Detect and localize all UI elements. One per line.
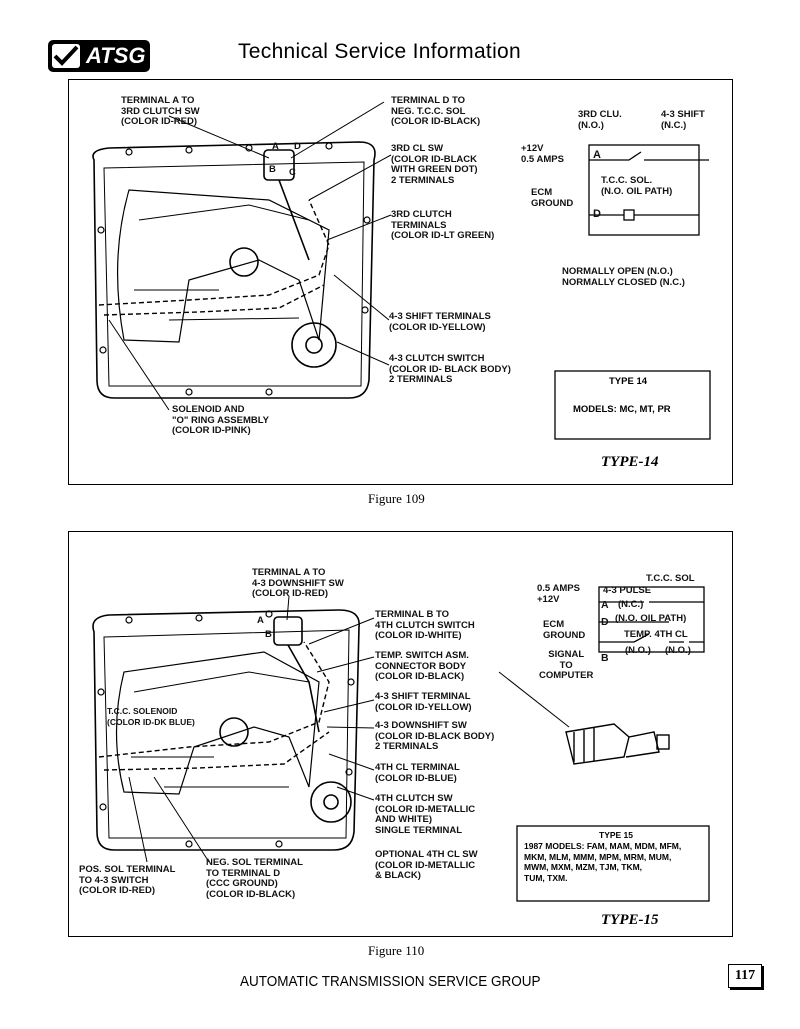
atsg-logo: [48, 40, 150, 72]
figure-110: TERMINAL A TO 4-3 DOWNSHIFT SW (COLOR ID…: [68, 531, 733, 937]
letter-d: D: [294, 141, 301, 152]
label-4th-cl-terminal: 4TH CL TERMINAL (COLOR ID-BLUE): [375, 762, 460, 784]
label-4th-clutch-sw: 4TH CLUTCH SW (COLOR ID-METALLIC AND WHI…: [375, 793, 476, 836]
label-4-3-shift-terminals: 4-3 SHIFT TERMINALS (COLOR ID-YELLOW): [389, 311, 491, 333]
label-solenoid: SOLENOID AND "O" RING ASSEMBLY (COLOR ID…: [172, 404, 269, 436]
schem-3rd-clu: 3RD CLU. (N.O.): [578, 109, 622, 131]
schem-legend: NORMALLY OPEN (N.O.) NORMALLY CLOSED (N.…: [562, 266, 685, 288]
figure-caption: Figure 110: [368, 943, 425, 958]
label-neg-sol-terminal: NEG. SOL TERMINAL TO TERMINAL D (CCC GRO…: [206, 857, 303, 900]
schem-oil-path: (N.O. OIL PATH): [615, 613, 687, 624]
schem-nc: (N.C.): [618, 599, 644, 610]
schem-pin-a: A: [593, 149, 601, 161]
schem-ecm-ground: ECM GROUND: [531, 187, 574, 209]
label-tcc-solenoid: T.C.C. SOLENOID (COLOR ID-DK BLUE): [107, 706, 195, 727]
type-tag: TYPE-15: [601, 912, 659, 928]
schem-ecm-ground: ECM GROUND: [543, 619, 586, 641]
schem-no-1: (N.O.): [625, 645, 651, 656]
label-3rd-clutch-terminals: 3RD CLUTCH TERMINALS (COLOR ID-LT GREEN): [391, 209, 495, 241]
schem-no-2: (N.O.): [665, 645, 691, 656]
info-models: 1987 MODELS: FAM, MAM, MDM, MFM, MKM, ML…: [524, 841, 682, 883]
label-temp-switch: TEMP. SWITCH ASM. CONNECTOR BODY (COLOR …: [375, 650, 469, 682]
valve-body-drawing-type15: [92, 586, 710, 902]
label-pos-sol-terminal: POS. SOL TERMINAL TO 4-3 SWITCH (COLOR I…: [79, 864, 176, 896]
page-title: Technical Service Information: [238, 40, 521, 63]
label-terminal-b: TERMINAL B TO 4TH CLUTCH SWITCH (COLOR I…: [375, 609, 475, 641]
schem-tcc-sol: T.C.C. SOL: [646, 573, 695, 584]
schem-4-3-shift: 4-3 SHIFT (N.C.): [661, 109, 705, 131]
label-4-3-downshift-sw: 4-3 DOWNSHIFT SW (COLOR ID-BLACK BODY) 2…: [375, 720, 495, 752]
schem-pin-d: D: [593, 208, 601, 220]
schem-temp-4th: TEMP. 4TH CL: [624, 629, 688, 640]
label-4-3-clutch-switch: 4-3 CLUTCH SWITCH (COLOR ID- BLACK BODY)…: [389, 353, 511, 385]
schem-12v: +12V 0.5 AMPS: [521, 143, 564, 165]
figure-caption: Figure 109: [368, 491, 425, 506]
letter-c: C: [289, 167, 296, 178]
figure-109: TERMINAL A TO 3RD CLUTCH SW (COLOR ID-RE…: [68, 79, 733, 485]
footer-text: AUTOMATIC TRANSMISSION SERVICE GROUP: [240, 973, 541, 990]
label-4-3-shift-terminal: 4-3 SHIFT TERMINAL (COLOR ID-YELLOW): [375, 691, 472, 713]
schem-signal: SIGNAL TO COMPUTER: [539, 649, 594, 681]
valve-body-drawing-type14: [92, 101, 711, 440]
letter-b: B: [269, 164, 276, 175]
logo-text: ATSG: [86, 43, 146, 68]
schem-pin-d: D: [601, 616, 609, 628]
page-number: 117: [728, 964, 762, 988]
schem-pin-a: A: [601, 599, 609, 611]
label-terminal-a: TERMINAL A TO 4-3 DOWNSHIFT SW (COLOR ID…: [252, 567, 344, 599]
info-type: TYPE 14: [609, 376, 648, 387]
letter-a: A: [257, 615, 264, 626]
label-terminal-d: TERMINAL D TO NEG. T.C.C. SOL (COLOR ID-…: [391, 95, 481, 127]
schem-pulse: 4-3 PULSE: [603, 585, 652, 596]
label-terminal-a: TERMINAL A TO 3RD CLUTCH SW (COLOR ID-RE…: [121, 95, 200, 127]
label-optional-4th-cl-sw: OPTIONAL 4TH CL SW (COLOR ID-METALLIC & …: [375, 849, 478, 881]
letter-b: B: [265, 629, 272, 640]
schem-amps: 0.5 AMPS +12V: [537, 583, 580, 605]
label-3rd-cl-sw: 3RD CL SW (COLOR ID-BLACK WITH GREEN DOT…: [391, 143, 478, 186]
schem-pin-b: B: [601, 652, 609, 664]
info-models: MODELS: MC, MT, PR: [573, 404, 671, 415]
letter-a: A: [272, 141, 279, 152]
type-tag: TYPE-14: [601, 454, 659, 470]
schem-tcc-sol: T.C.C. SOL. (N.O. OIL PATH): [601, 175, 673, 197]
info-type: TYPE 15: [599, 830, 634, 840]
